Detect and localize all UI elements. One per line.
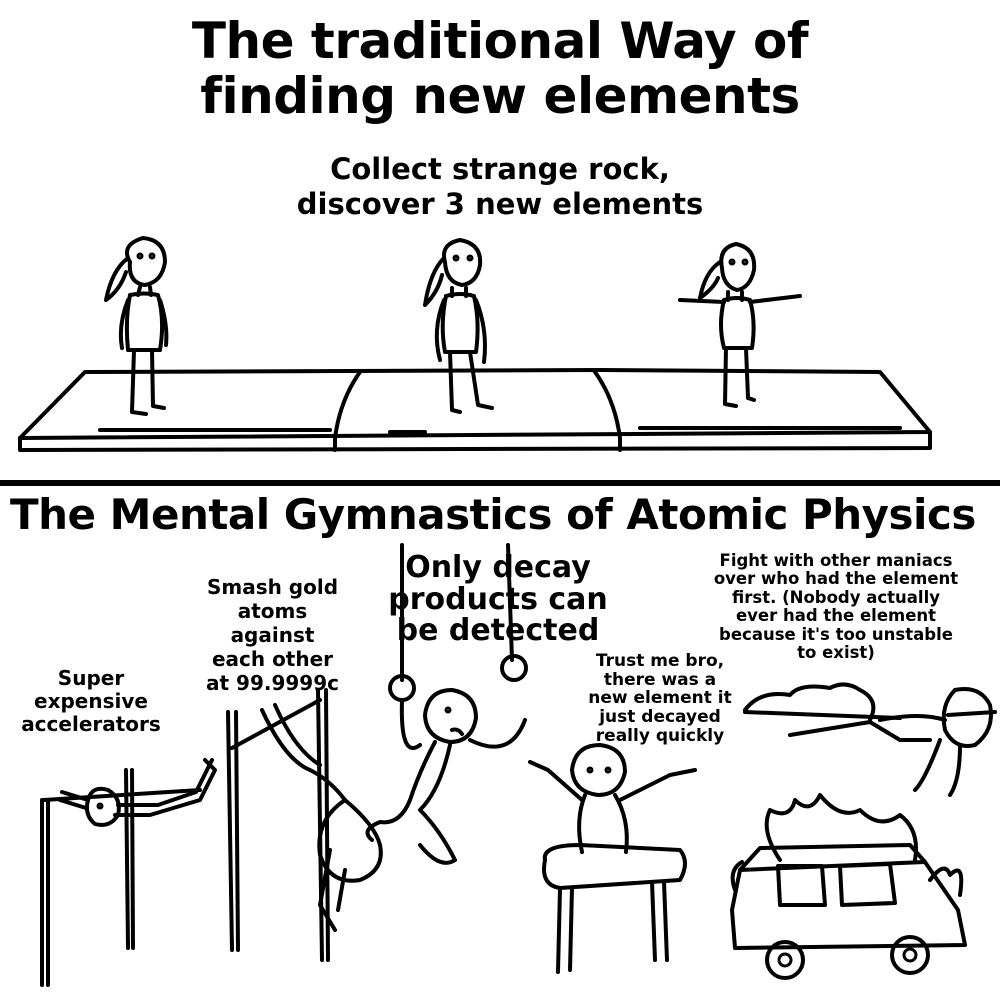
label-smash-gold: Smash gold atoms against each other at 9… <box>206 575 339 695</box>
gymnast-standing-middle <box>423 238 494 414</box>
gymnast-arms-out-right <box>678 242 802 408</box>
top-panel-caption: Collect strange rock, discover 3 new ele… <box>296 152 704 222</box>
top-panel-title: The traditional Way of finding new eleme… <box>191 12 809 125</box>
label-decay-products: Only decay products can be detected <box>388 550 608 648</box>
uneven-bars-gymnast <box>226 688 383 962</box>
burning-car-fighters <box>730 682 997 980</box>
rings-gymnast <box>365 543 528 865</box>
label-trust-me-bro: Trust me bro, there was a new element it… <box>588 651 732 746</box>
high-bar-gymnast <box>40 758 217 987</box>
pommel-horse-gymnast <box>528 743 697 974</box>
label-accelerators: Super expensive accelerators <box>21 666 161 736</box>
gym-mat <box>18 368 932 452</box>
bottom-panel-title: The Mental Gymnastics of Atomic Physics <box>10 490 976 539</box>
gymnast-standing-left <box>104 236 169 416</box>
panel-divider <box>0 480 1000 486</box>
label-fight-maniacs: Fight with other maniacs over who had th… <box>713 551 959 663</box>
